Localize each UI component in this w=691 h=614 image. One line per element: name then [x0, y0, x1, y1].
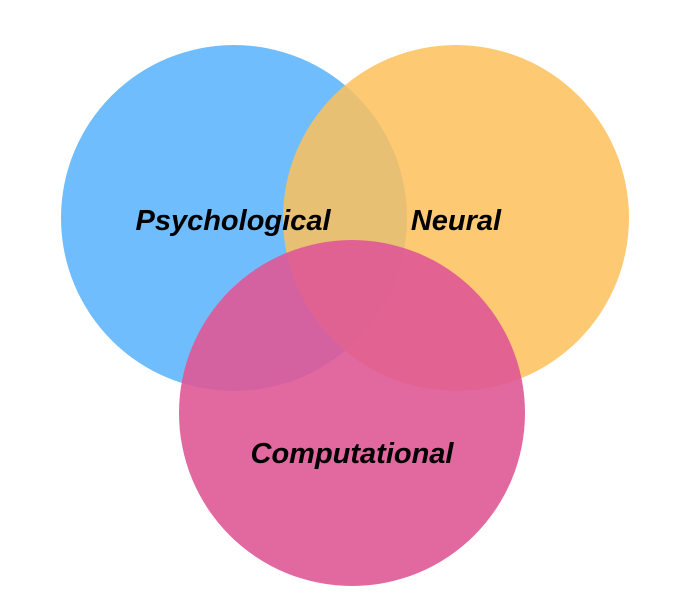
computational-circle [179, 240, 525, 586]
computational-label: Computational [251, 438, 455, 470]
neural-label: Neural [411, 205, 502, 237]
psychological-label: Psychological [135, 205, 331, 237]
